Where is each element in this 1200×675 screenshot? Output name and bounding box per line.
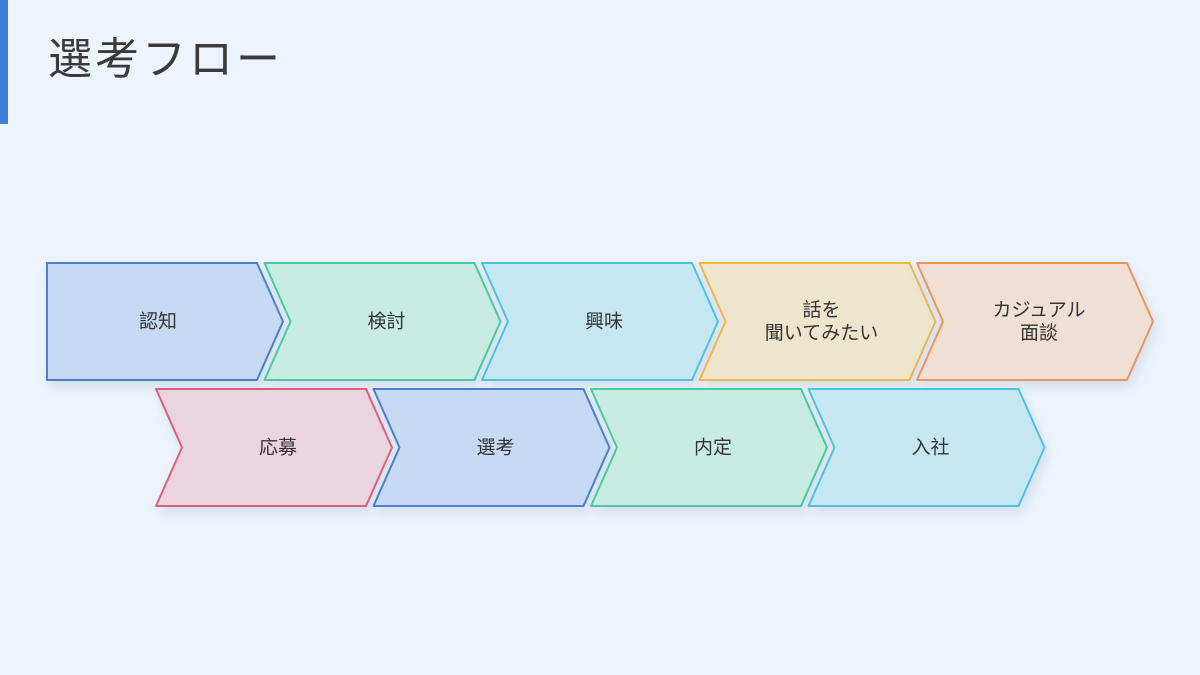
chevron-shape <box>155 388 393 507</box>
flow-step-1: 認知 <box>46 262 284 381</box>
step-label: 聞いてみたい <box>765 322 878 344</box>
flow-step-8: 内定 <box>590 388 828 507</box>
chevron-shape <box>916 262 1154 381</box>
chevron-shape <box>807 388 1046 507</box>
page-title: 選考フロー <box>48 34 283 85</box>
flow-step-3: 興味 <box>481 262 719 381</box>
flow-step-6: 応募 <box>155 388 393 507</box>
flow-step-9: 入社 <box>807 388 1046 507</box>
step-label: カジュアル <box>992 299 1085 321</box>
title-accent-bar <box>0 0 8 124</box>
chevron-shape <box>372 388 611 507</box>
chevron-shape <box>263 262 502 381</box>
step-label: 選考 <box>476 437 514 459</box>
chevron-shape <box>698 262 937 381</box>
step-label: 興味 <box>585 311 623 333</box>
flow-step-7: 選考 <box>372 388 611 507</box>
chevron-shape <box>481 262 719 381</box>
chevron-shape <box>46 262 284 381</box>
step-label: 話を <box>802 299 840 321</box>
step-label: 応募 <box>259 437 297 459</box>
step-label: 入社 <box>911 437 949 459</box>
step-label: 内定 <box>694 437 732 459</box>
step-label: 面談 <box>1020 322 1058 344</box>
flow-steps: 認知検討興味話を聞いてみたいカジュアル面談応募選考内定入社 <box>46 262 1154 507</box>
chevron-shape <box>590 388 828 507</box>
flow-step-2: 検討 <box>263 262 502 381</box>
step-label: 検討 <box>367 311 405 333</box>
step-label: 認知 <box>139 311 177 333</box>
